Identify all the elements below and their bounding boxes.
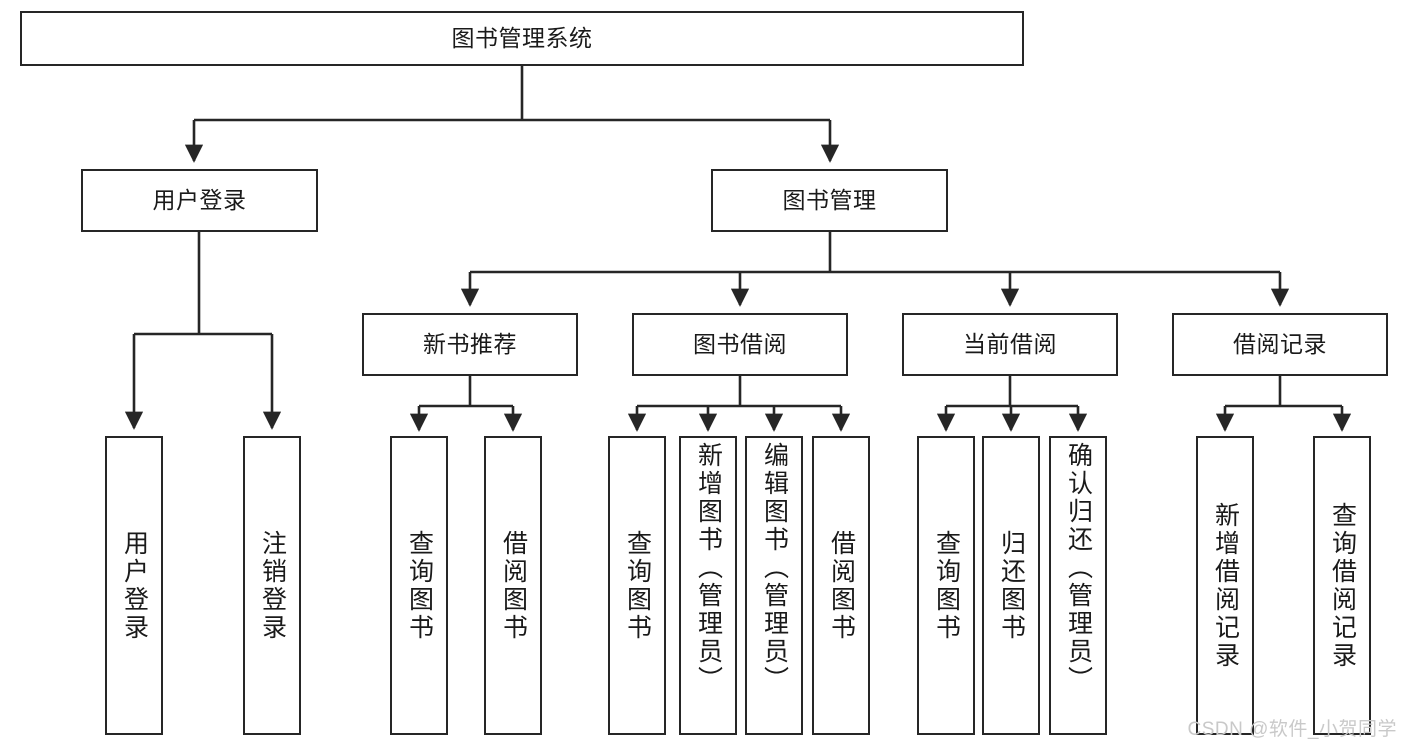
node-user-login-label: 用户登录 <box>152 186 247 213</box>
node-new-book-recommend[interactable]: 新书推荐 <box>362 313 578 376</box>
leaf-user-login-login-label: 用户登录 <box>120 529 149 642</box>
leaf-borrow-record-query-label: 查询借阅记录 <box>1328 501 1357 670</box>
leaf-current-borrow-query[interactable]: 查询图书 <box>917 436 975 735</box>
node-current-borrow-label: 当前借阅 <box>963 330 1057 357</box>
leaf-book-borrow-edit-label: 编辑图书（管理员） <box>760 442 789 694</box>
leaf-current-borrow-return[interactable]: 归还图书 <box>982 436 1040 735</box>
node-borrow-record[interactable]: 借阅记录 <box>1172 313 1388 376</box>
leaf-book-borrow-add-label: 新增图书（管理员） <box>694 442 723 694</box>
leaf-current-borrow-confirm-label: 确认归还（管理员） <box>1064 442 1093 694</box>
node-root-label: 图书管理系统 <box>451 24 593 51</box>
node-borrow-record-label: 借阅记录 <box>1233 330 1327 357</box>
leaf-current-borrow-confirm[interactable]: 确认归还（管理员） <box>1049 436 1107 735</box>
node-book-management-label: 图书管理 <box>782 186 877 213</box>
leaf-book-borrow-add[interactable]: 新增图书（管理员） <box>679 436 737 735</box>
leaf-new-book-borrow[interactable]: 借阅图书 <box>484 436 542 735</box>
leaf-book-borrow-query-label: 查询图书 <box>623 529 652 642</box>
node-current-borrow[interactable]: 当前借阅 <box>902 313 1118 376</box>
watermark-text: CSDN @软件_小贺同学 <box>1187 719 1397 740</box>
leaf-new-book-query-label: 查询图书 <box>405 529 434 642</box>
leaf-book-borrow-lend-label: 借阅图书 <box>827 529 856 642</box>
leaf-new-book-query[interactable]: 查询图书 <box>390 436 448 735</box>
node-new-book-recommend-label: 新书推荐 <box>423 330 517 357</box>
leaf-book-borrow-lend[interactable]: 借阅图书 <box>812 436 870 735</box>
node-book-management[interactable]: 图书管理 <box>711 169 948 232</box>
leaf-borrow-record-add-label: 新增借阅记录 <box>1211 501 1240 670</box>
leaf-book-borrow-query[interactable]: 查询图书 <box>608 436 666 735</box>
leaf-user-login-logout[interactable]: 注销登录 <box>243 436 301 735</box>
node-user-login[interactable]: 用户登录 <box>81 169 318 232</box>
node-root[interactable]: 图书管理系统 <box>20 11 1024 66</box>
leaf-borrow-record-add[interactable]: 新增借阅记录 <box>1196 436 1254 735</box>
leaf-user-login-login[interactable]: 用户登录 <box>105 436 163 735</box>
leaf-current-borrow-return-label: 归还图书 <box>997 529 1026 642</box>
node-book-borrow[interactable]: 图书借阅 <box>632 313 848 376</box>
leaf-book-borrow-edit[interactable]: 编辑图书（管理员） <box>745 436 803 735</box>
node-book-borrow-label: 图书借阅 <box>693 330 787 357</box>
leaf-current-borrow-query-label: 查询图书 <box>932 529 961 642</box>
leaf-borrow-record-query[interactable]: 查询借阅记录 <box>1313 436 1371 735</box>
leaf-user-login-logout-label: 注销登录 <box>258 529 287 642</box>
leaf-new-book-borrow-label: 借阅图书 <box>499 529 528 642</box>
